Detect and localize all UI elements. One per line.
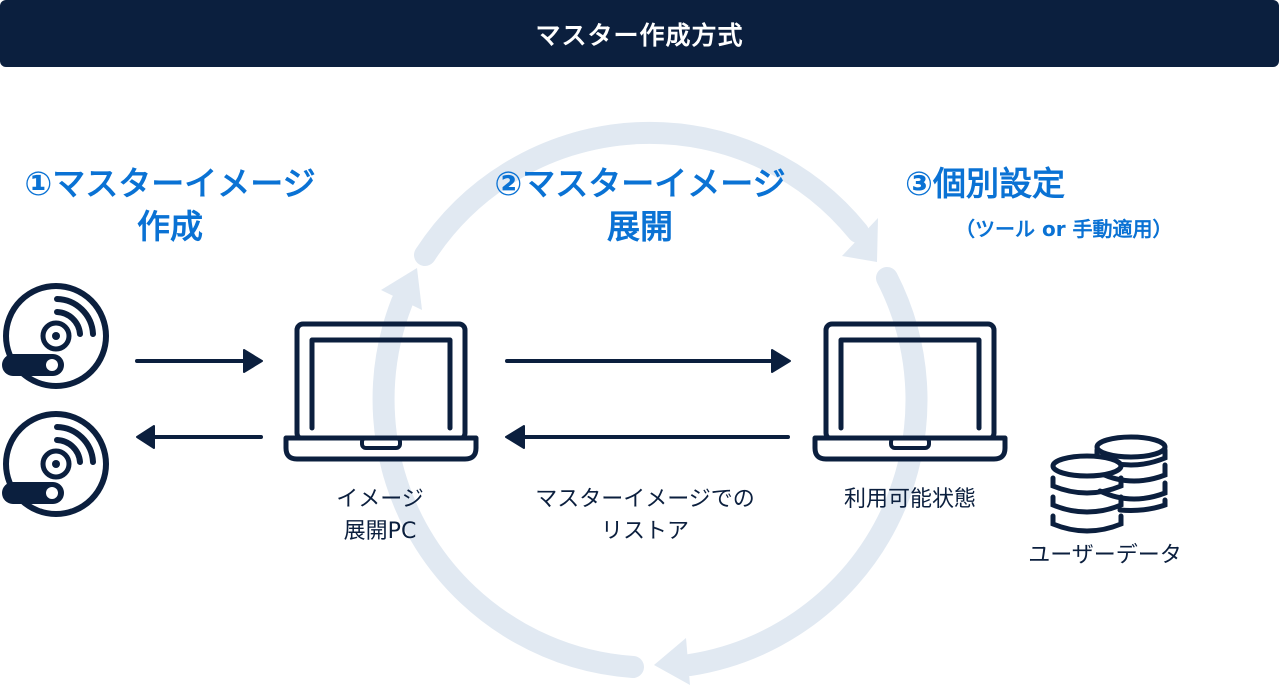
header-bar: マスター作成方式	[0, 0, 1279, 67]
step-2-title-text: マスターイメージ	[522, 164, 786, 203]
cycle-arc-top	[414, 121, 869, 266]
restore-label-line1: マスターイメージでの	[535, 487, 755, 512]
step-3-subtitle: （ツール or 手動適用）	[955, 217, 1173, 241]
step-2-title: ②マスターイメージ 展開	[470, 163, 810, 249]
step-1-title: ①マスターイメージ 作成	[0, 163, 340, 249]
image-pc-label: イメージ 展開PC	[300, 484, 460, 548]
laptop-icon	[812, 321, 1008, 462]
arrow-left-icon	[136, 425, 263, 449]
disk-drive-icon	[2, 283, 109, 389]
step-1-title-line2: 作成	[137, 206, 203, 246]
cycle-arrowhead-top-right	[842, 218, 878, 262]
cycle-arrowheads	[381, 218, 878, 685]
image-pc-label-line1: イメージ	[336, 487, 424, 512]
laptop-icon	[283, 321, 479, 462]
arrow-left-icon	[505, 425, 790, 449]
step-2-number: ②	[494, 164, 523, 203]
circular-arrows-icon	[372, 121, 928, 678]
step-2-title-line1: ②マスターイメージ	[470, 163, 810, 206]
disk-drive-icon	[2, 411, 109, 517]
available-state-label: 利用可能状態	[843, 487, 976, 512]
arrow-right-icon	[135, 349, 263, 373]
database-stack-icon	[1050, 434, 1168, 534]
step-2-title-line2: 展開	[607, 206, 673, 246]
step-1-title-text: マスターイメージ	[52, 164, 316, 203]
cycle-arrowhead-bottom	[654, 638, 690, 685]
page-title: マスター作成方式	[535, 20, 744, 50]
cycle-arc-left	[372, 291, 644, 678]
step-3-title: ③個別設定	[905, 163, 1135, 206]
restore-label: マスターイメージでの リストア	[495, 484, 795, 548]
step-1-title-line1: ①マスターイメージ	[0, 163, 340, 206]
user-data-label: ユーザーデータ	[1028, 543, 1182, 568]
cycle-arrowhead-left	[381, 268, 422, 310]
step-3-title-text: 個別設定	[932, 164, 1065, 203]
restore-label-line2: リストア	[600, 518, 689, 544]
arrow-right-icon	[505, 349, 791, 373]
image-pc-label-line2: 展開PC	[343, 518, 417, 544]
step-3-number: ③	[905, 164, 933, 203]
cycle-arc-right	[679, 267, 928, 676]
step-1-number: ①	[24, 164, 53, 203]
